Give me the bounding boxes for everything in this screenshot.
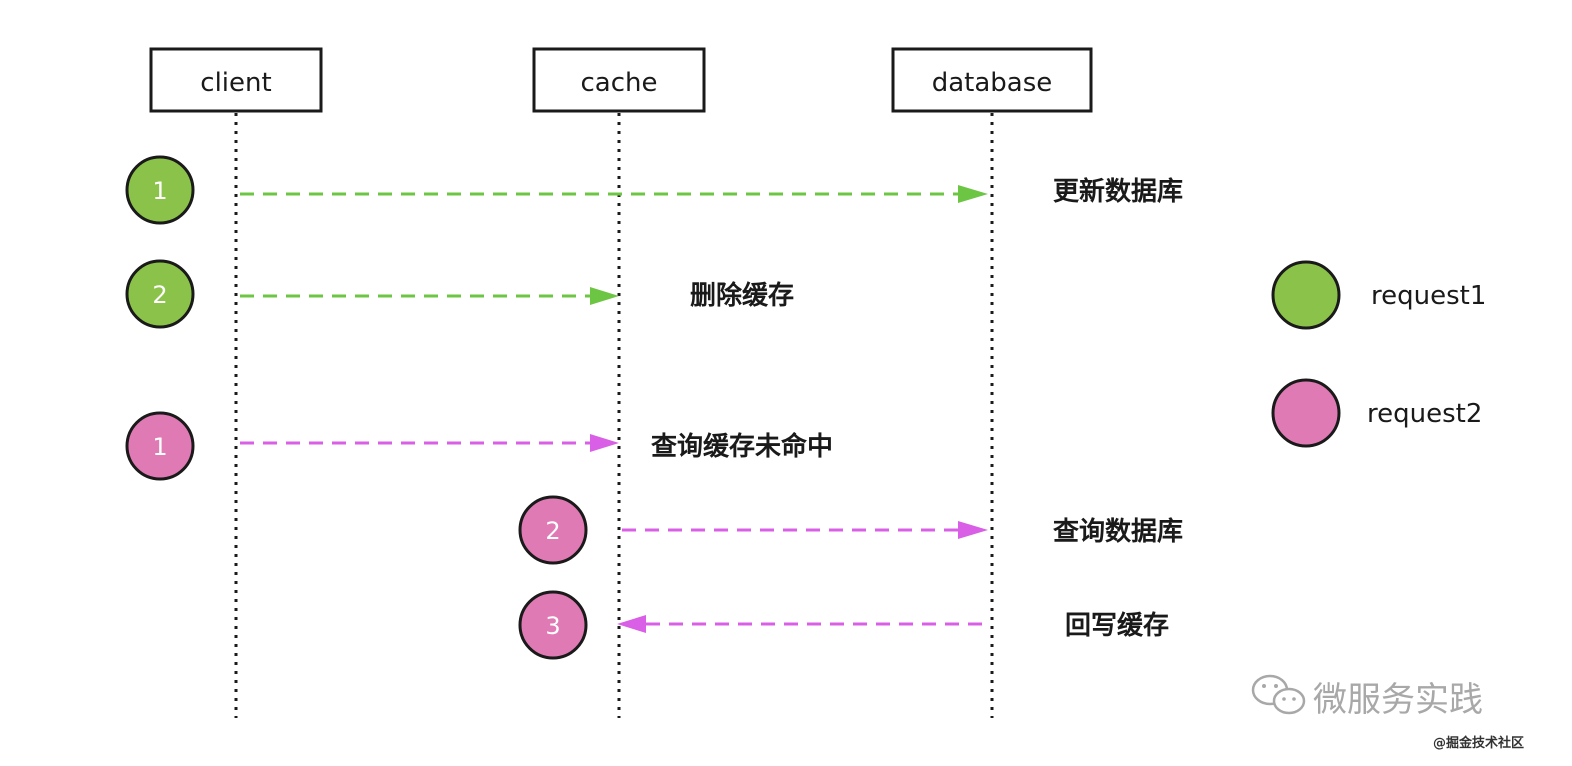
arrow-head	[590, 434, 619, 452]
message-query-database: 2 查询数据库	[518, 495, 1183, 565]
participant-label: cache	[581, 68, 658, 98]
watermark: 微服务实践 @掘金技术社区	[1251, 674, 1524, 751]
legend-label: request1	[1371, 281, 1486, 311]
legend-item-request1: request1	[1271, 260, 1486, 330]
arrow-head	[958, 521, 988, 539]
arrow-head	[617, 615, 646, 633]
message-write-back-cache: 3 回写缓存	[518, 590, 1169, 660]
message-label: 查询数据库	[1053, 517, 1183, 547]
message-label: 回写缓存	[1065, 610, 1169, 641]
message-delete-cache: 2 删除缓存	[125, 259, 794, 329]
step-number: 1	[152, 177, 167, 205]
step-badge	[518, 590, 588, 660]
participant-box	[532, 47, 706, 113]
arrow-head	[958, 185, 988, 203]
step-number: 2	[545, 517, 560, 545]
participant-label: client	[200, 68, 271, 98]
legend-swatch	[1271, 378, 1341, 448]
legend-swatch	[1271, 260, 1341, 330]
legend-item-request2: request2	[1271, 378, 1482, 448]
participant-label: database	[932, 68, 1053, 98]
step-number: 1	[152, 433, 167, 461]
message-label: 删除缓存	[690, 280, 794, 311]
message-update-database: 1 更新数据库	[125, 155, 1183, 225]
arrow-head	[590, 287, 619, 305]
legend-label: request2	[1367, 399, 1482, 429]
participant-client: client	[149, 47, 323, 113]
step-number: 3	[545, 612, 560, 640]
site-credit: @掘金技术社区	[1433, 735, 1524, 751]
step-number: 2	[152, 281, 167, 309]
participant-box	[149, 47, 323, 113]
step-badge	[518, 495, 588, 565]
participant-cache: cache	[532, 47, 706, 113]
participant-box	[891, 47, 1093, 113]
watermark-text: 微服务实践	[1313, 680, 1483, 720]
message-label: 查询缓存未命中	[651, 431, 833, 462]
participant-database: database	[891, 47, 1093, 113]
message-cache-miss: 1 查询缓存未命中	[125, 411, 833, 481]
message-label: 更新数据库	[1053, 176, 1183, 207]
step-badge	[125, 259, 195, 329]
legend: request1 request2	[1271, 260, 1486, 448]
step-badge	[125, 411, 195, 481]
step-badge	[125, 155, 195, 225]
wechat-icon	[1251, 674, 1306, 715]
